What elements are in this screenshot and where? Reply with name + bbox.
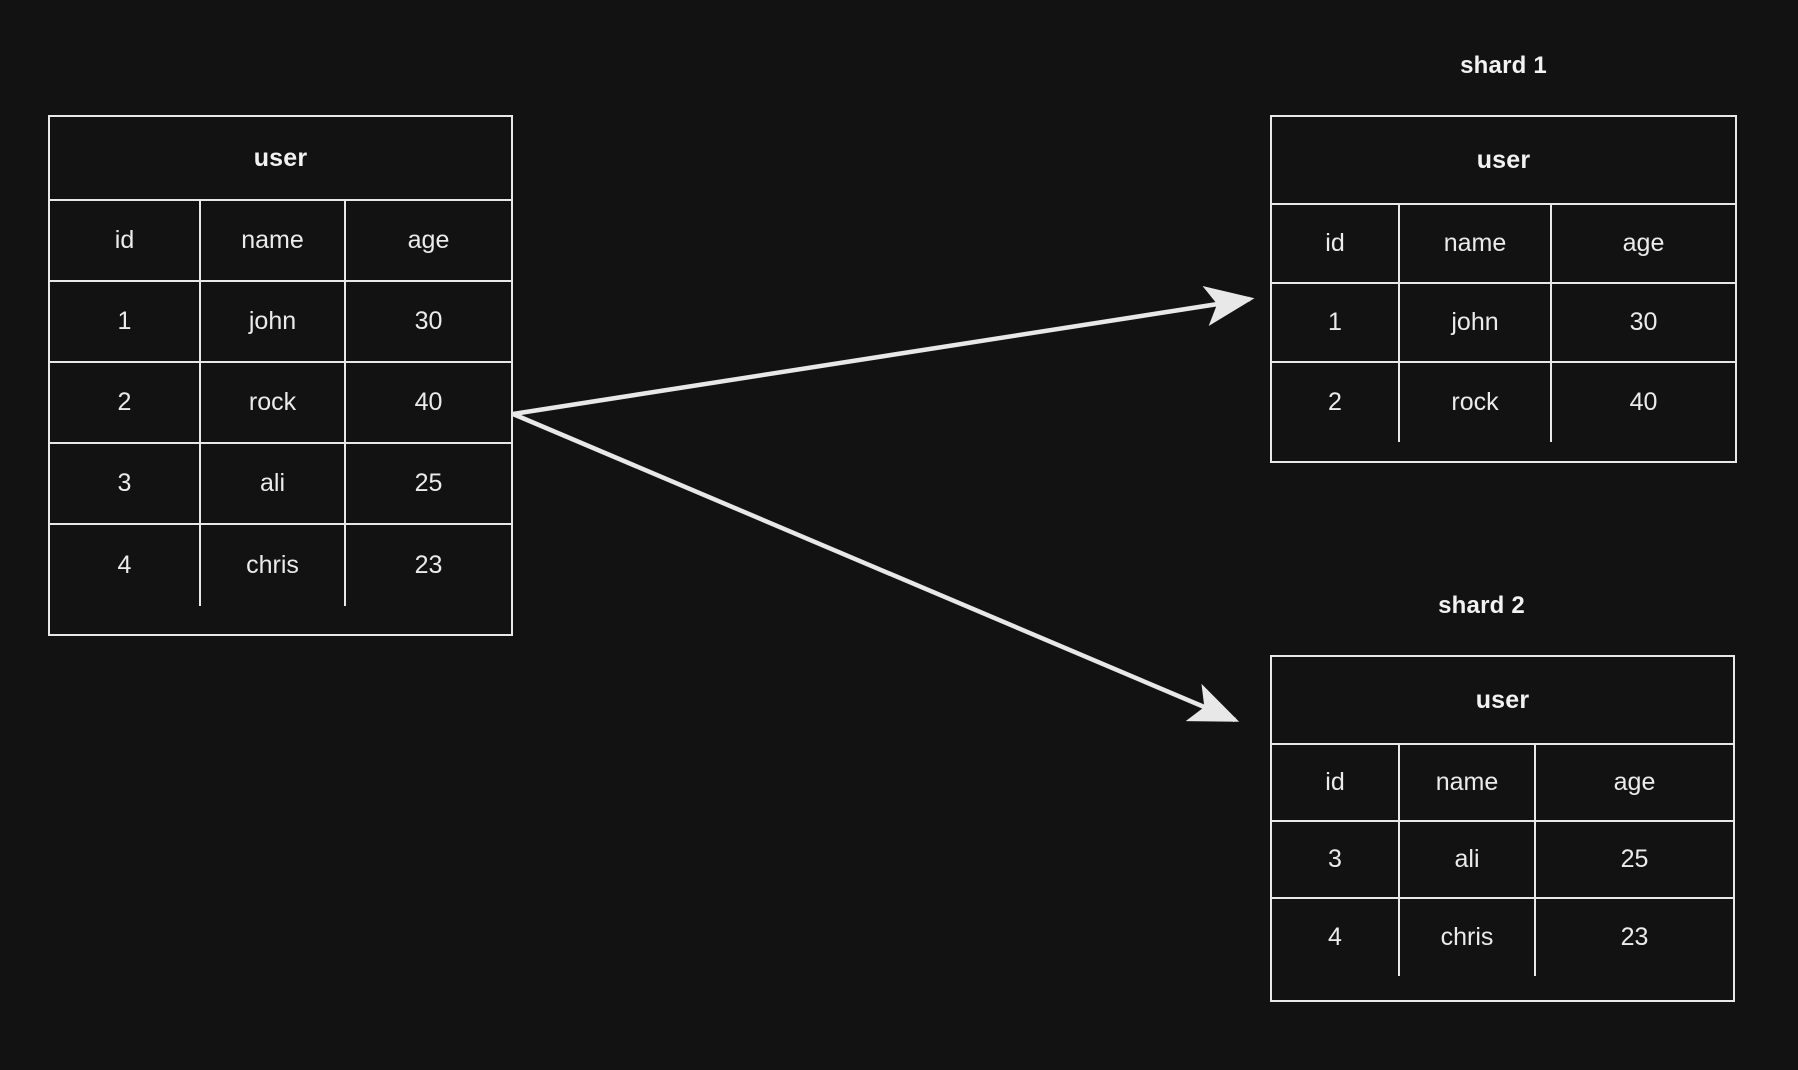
table-row: 2 rock 40 — [1272, 363, 1735, 442]
source-cell-id: 2 — [50, 363, 201, 442]
shard-1-cell-name: john — [1400, 284, 1552, 361]
source-cell-name: ali — [201, 444, 346, 523]
arrow-to-shard-1 — [512, 285, 1255, 417]
shard-2-cell-age: 23 — [1620, 923, 1649, 951]
shard-2-user-table: user id name age 3 ali 25 4 chris 23 — [1270, 655, 1735, 1002]
source-user-table: user id name age 1 john 30 2 rock 40 3 a… — [48, 115, 513, 636]
table-row: 1 john 30 — [1272, 284, 1735, 363]
table-row: 3 ali 25 — [1272, 822, 1733, 899]
source-cell-age: 30 — [414, 307, 443, 335]
shard-2-header-age: age — [1613, 768, 1656, 796]
table-row: 2 rock 40 — [50, 363, 511, 444]
source-cell-id: 1 — [50, 282, 201, 361]
source-cell-name: chris — [201, 525, 346, 606]
source-cell-name: rock — [201, 363, 346, 442]
shard-1-header-age: age — [1622, 229, 1665, 257]
source-header-id: id — [50, 201, 201, 280]
source-cell-id: 3 — [50, 444, 201, 523]
shard-1-table-title: user — [1272, 117, 1735, 205]
shard-1-cell-name: rock — [1400, 363, 1552, 442]
shard-2-cell-name: chris — [1400, 899, 1536, 976]
shard-1-user-table: user id name age 1 john 30 2 rock 40 — [1270, 115, 1737, 463]
table-row: 3 ali 25 — [50, 444, 511, 525]
shard-2-table-title: user — [1272, 657, 1733, 745]
source-header-row: id name age — [50, 201, 511, 282]
shard-2-header-id: id — [1272, 745, 1400, 820]
table-row: 4 chris 23 — [1272, 899, 1733, 976]
source-table-title: user — [50, 117, 511, 201]
shard-1-cell-id: 1 — [1272, 284, 1400, 361]
table-row: 1 john 30 — [50, 282, 511, 363]
shard-1-header-id: id — [1272, 205, 1400, 282]
shard-1-cell-id: 2 — [1272, 363, 1400, 442]
source-cell-id: 4 — [50, 525, 201, 606]
shard-2-label: shard 2 — [1438, 592, 1525, 619]
arrow-to-shard-2 — [512, 411, 1240, 723]
source-cell-age: 25 — [414, 469, 443, 497]
shard-1-header-name: name — [1400, 205, 1552, 282]
shard-2-cell-age: 25 — [1620, 845, 1649, 873]
shard-2-cell-id: 3 — [1272, 822, 1400, 897]
shard-2-cell-name: ali — [1400, 822, 1536, 897]
shard-1-header-row: id name age — [1272, 205, 1735, 284]
source-header-age: age — [407, 226, 450, 254]
shard-2-cell-id: 4 — [1272, 899, 1400, 976]
shard-1-cell-age: 40 — [1629, 388, 1658, 416]
table-row: 4 chris 23 — [50, 525, 511, 606]
shard-1-cell-age: 30 — [1629, 308, 1658, 336]
source-cell-age: 40 — [414, 388, 443, 416]
source-cell-age: 23 — [414, 551, 443, 579]
source-header-name: name — [201, 201, 346, 280]
shard-2-header-row: id name age — [1272, 745, 1733, 822]
source-cell-name: john — [201, 282, 346, 361]
shard-2-header-name: name — [1400, 745, 1536, 820]
shard-1-label: shard 1 — [1460, 52, 1547, 79]
